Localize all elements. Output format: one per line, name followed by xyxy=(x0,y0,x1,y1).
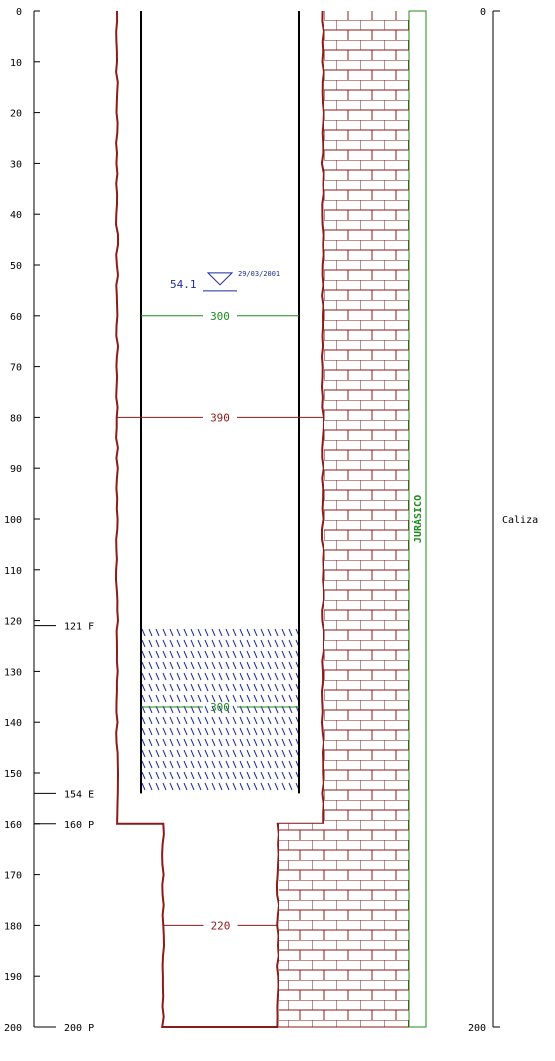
water-level-date: 29/03/2001 xyxy=(238,270,280,278)
depth-markers: 121 F 154 E 160 P 200 P xyxy=(34,622,94,1034)
depth-tick-label: 200 xyxy=(4,1023,22,1034)
borehole-left-wall xyxy=(114,10,278,1028)
depth-tick-label: 110 xyxy=(4,566,22,577)
lithology-label: Caliza xyxy=(502,515,538,526)
depth-tick-label: 40 xyxy=(10,210,22,221)
depth-tick-label: 190 xyxy=(4,972,22,983)
casing xyxy=(140,11,300,794)
depth-tick-label: 90 xyxy=(10,464,22,475)
stratigraphy-label: JURÁSICO xyxy=(411,495,424,543)
diameter-annotations: 300 390 300 220 xyxy=(117,310,323,932)
borehole-right-wall xyxy=(275,10,326,1028)
stratigraphy-box xyxy=(408,10,427,1028)
depth-tick-label: 80 xyxy=(10,413,22,424)
diameter-label: 300 xyxy=(210,701,230,714)
diameter-label: 300 xyxy=(210,310,230,323)
depth-tick-label: 70 xyxy=(10,363,22,374)
depth-tick-label: 30 xyxy=(10,159,22,170)
depth-tick-label: 100 xyxy=(4,515,22,526)
depth-marker-label: 154 E xyxy=(64,789,94,800)
depth-marker-label: 200 P xyxy=(64,1023,94,1034)
depth-tick-label: 0 xyxy=(16,7,22,18)
depth-tick-label: 120 xyxy=(4,617,22,628)
depth-tick-label: 60 xyxy=(10,312,22,323)
depth-tick-label: 150 xyxy=(4,769,22,780)
water-level-value: 54.1 xyxy=(170,278,197,291)
depth-tick-label: 20 xyxy=(10,109,22,120)
lithology-tick-label: 200 xyxy=(468,1023,486,1034)
depth-tick-label: 130 xyxy=(4,667,22,678)
diameter-label: 220 xyxy=(211,919,231,932)
screen-section xyxy=(141,625,299,794)
brick-block-upper xyxy=(324,11,409,824)
water-level-marker: 54.1 29/03/2001 xyxy=(170,270,280,292)
depth-marker-label: 121 F xyxy=(64,622,94,633)
depth-tick-label: 50 xyxy=(10,261,22,272)
lithology-tick-label: 0 xyxy=(480,7,486,18)
depth-axis: 0 10 20 30 40 50 60 70 80 90 100 110 120 130 140 150 160… xyxy=(4,7,40,1034)
water-level-triangle xyxy=(206,272,234,286)
depth-tick-label: 180 xyxy=(4,921,22,932)
depth-tick-label: 160 xyxy=(4,820,22,831)
depth-tick-label: 10 xyxy=(10,58,22,69)
diameter-label: 390 xyxy=(210,411,230,424)
borehole-wall xyxy=(114,10,326,1028)
lithology-axis: 0 200 Caliza xyxy=(468,7,538,1034)
depth-tick-label: 170 xyxy=(4,871,22,882)
limestone-brick-pattern xyxy=(278,11,410,1028)
brick-block-lower xyxy=(279,823,409,1027)
depth-marker-label: 160 P xyxy=(64,820,94,831)
stratigraphy-column: JURÁSICO xyxy=(408,10,427,1028)
depth-tick-label: 140 xyxy=(4,718,22,729)
